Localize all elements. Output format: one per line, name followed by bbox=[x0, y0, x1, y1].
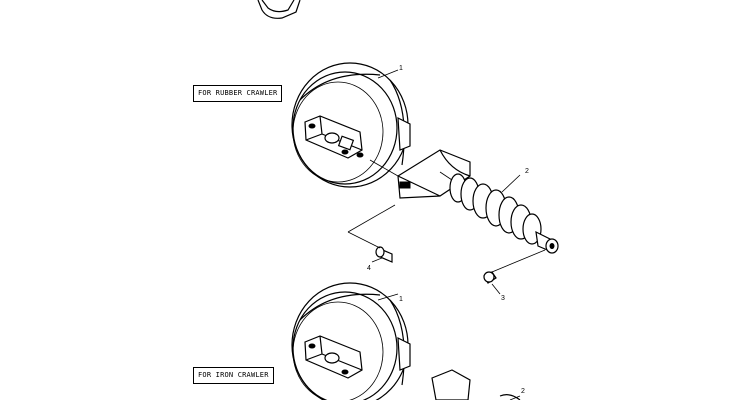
label-iron-crawler: FOR IRON CRAWLER bbox=[193, 367, 274, 384]
callout-3-top: 3 bbox=[501, 295, 505, 302]
assembly-guides-top bbox=[347, 159, 546, 273]
bolt-part-4 bbox=[375, 246, 393, 263]
callout-2-bottom: 2 bbox=[521, 388, 525, 395]
leader-lines-top bbox=[371, 69, 521, 295]
idler-wheel-top bbox=[291, 62, 411, 188]
callout-2-top: 2 bbox=[525, 168, 529, 175]
tension-spring-assembly-top bbox=[397, 149, 559, 254]
top-partial-part bbox=[257, 0, 301, 19]
label-rubber-crawler: FOR RUBBER CRAWLER bbox=[193, 85, 283, 102]
callout-1-bottom: 1 bbox=[399, 296, 403, 303]
callout-4-top: 4 bbox=[367, 265, 371, 272]
idler-wheel-bottom bbox=[291, 282, 411, 400]
spring-yoke-bottom bbox=[431, 369, 521, 400]
bolt-part-3 bbox=[483, 271, 497, 284]
callout-1-top: 1 bbox=[399, 65, 403, 72]
leader-lines-bottom bbox=[377, 293, 521, 400]
